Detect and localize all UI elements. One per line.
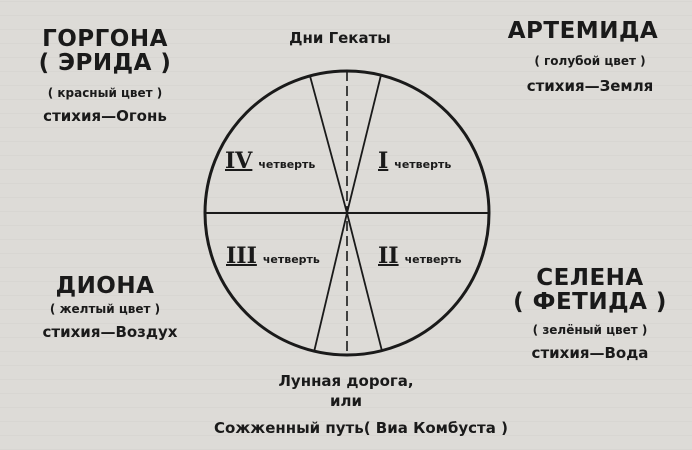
quarter-i: I четверть <box>378 148 451 174</box>
top-right-color: ( голубой цвет ) <box>534 54 646 68</box>
bottom-left-name: ДИОНА <box>55 273 155 299</box>
top-left-alt-name: ( ЭРИДА ) <box>38 50 172 76</box>
quarter-iv: IV четверть <box>225 148 315 174</box>
top-left-name: ГОРГОНА <box>42 26 168 52</box>
quarter-ii-label: четверть <box>404 253 462 266</box>
bottom-right-color: ( зелёный цвет ) <box>532 323 648 337</box>
quarter-iv-numeral: IV <box>225 148 253 174</box>
top-left-element: стихия—Огонь <box>43 107 167 125</box>
wedge-line-lower-left <box>313 212 348 353</box>
wedge-line-lower-right <box>346 212 383 352</box>
quarter-iii: III четверть <box>226 243 320 269</box>
bottom-caption-line3: Сожженный путь( Виа Комбуста ) <box>214 419 508 437</box>
wedge-line-upper-left <box>309 75 348 214</box>
bottom-right-alt-name: ( ФЕТИДА ) <box>513 289 667 315</box>
quarter-i-numeral: I <box>378 148 389 174</box>
quarter-iii-label: четверть <box>262 253 320 266</box>
bottom-right-name: СЕЛЕНА <box>536 265 644 291</box>
wedge-line-upper-right <box>346 74 382 214</box>
bottom-left-element: стихия—Воздух <box>42 323 178 341</box>
quarter-ii: II четверть <box>378 243 462 269</box>
bottom-caption-line1: Лунная дорога, <box>278 372 414 390</box>
top-right-name: АРТЕМИДА <box>507 18 659 44</box>
bottom-caption-line2: или <box>329 392 362 410</box>
quarter-ii-numeral: II <box>378 243 399 269</box>
bottom-left-color: ( желтый цвет ) <box>49 302 161 316</box>
top-right-element: стихия—Земля <box>526 77 654 95</box>
quarter-i-label: четверть <box>394 158 452 171</box>
quarter-iii-numeral: III <box>226 243 257 269</box>
bottom-right-element: стихия—Вода <box>531 344 649 362</box>
quarter-iv-label: четверть <box>258 158 316 171</box>
top-left-color: ( красный цвет ) <box>47 86 163 100</box>
top-title: Дни Гекаты <box>289 29 391 47</box>
